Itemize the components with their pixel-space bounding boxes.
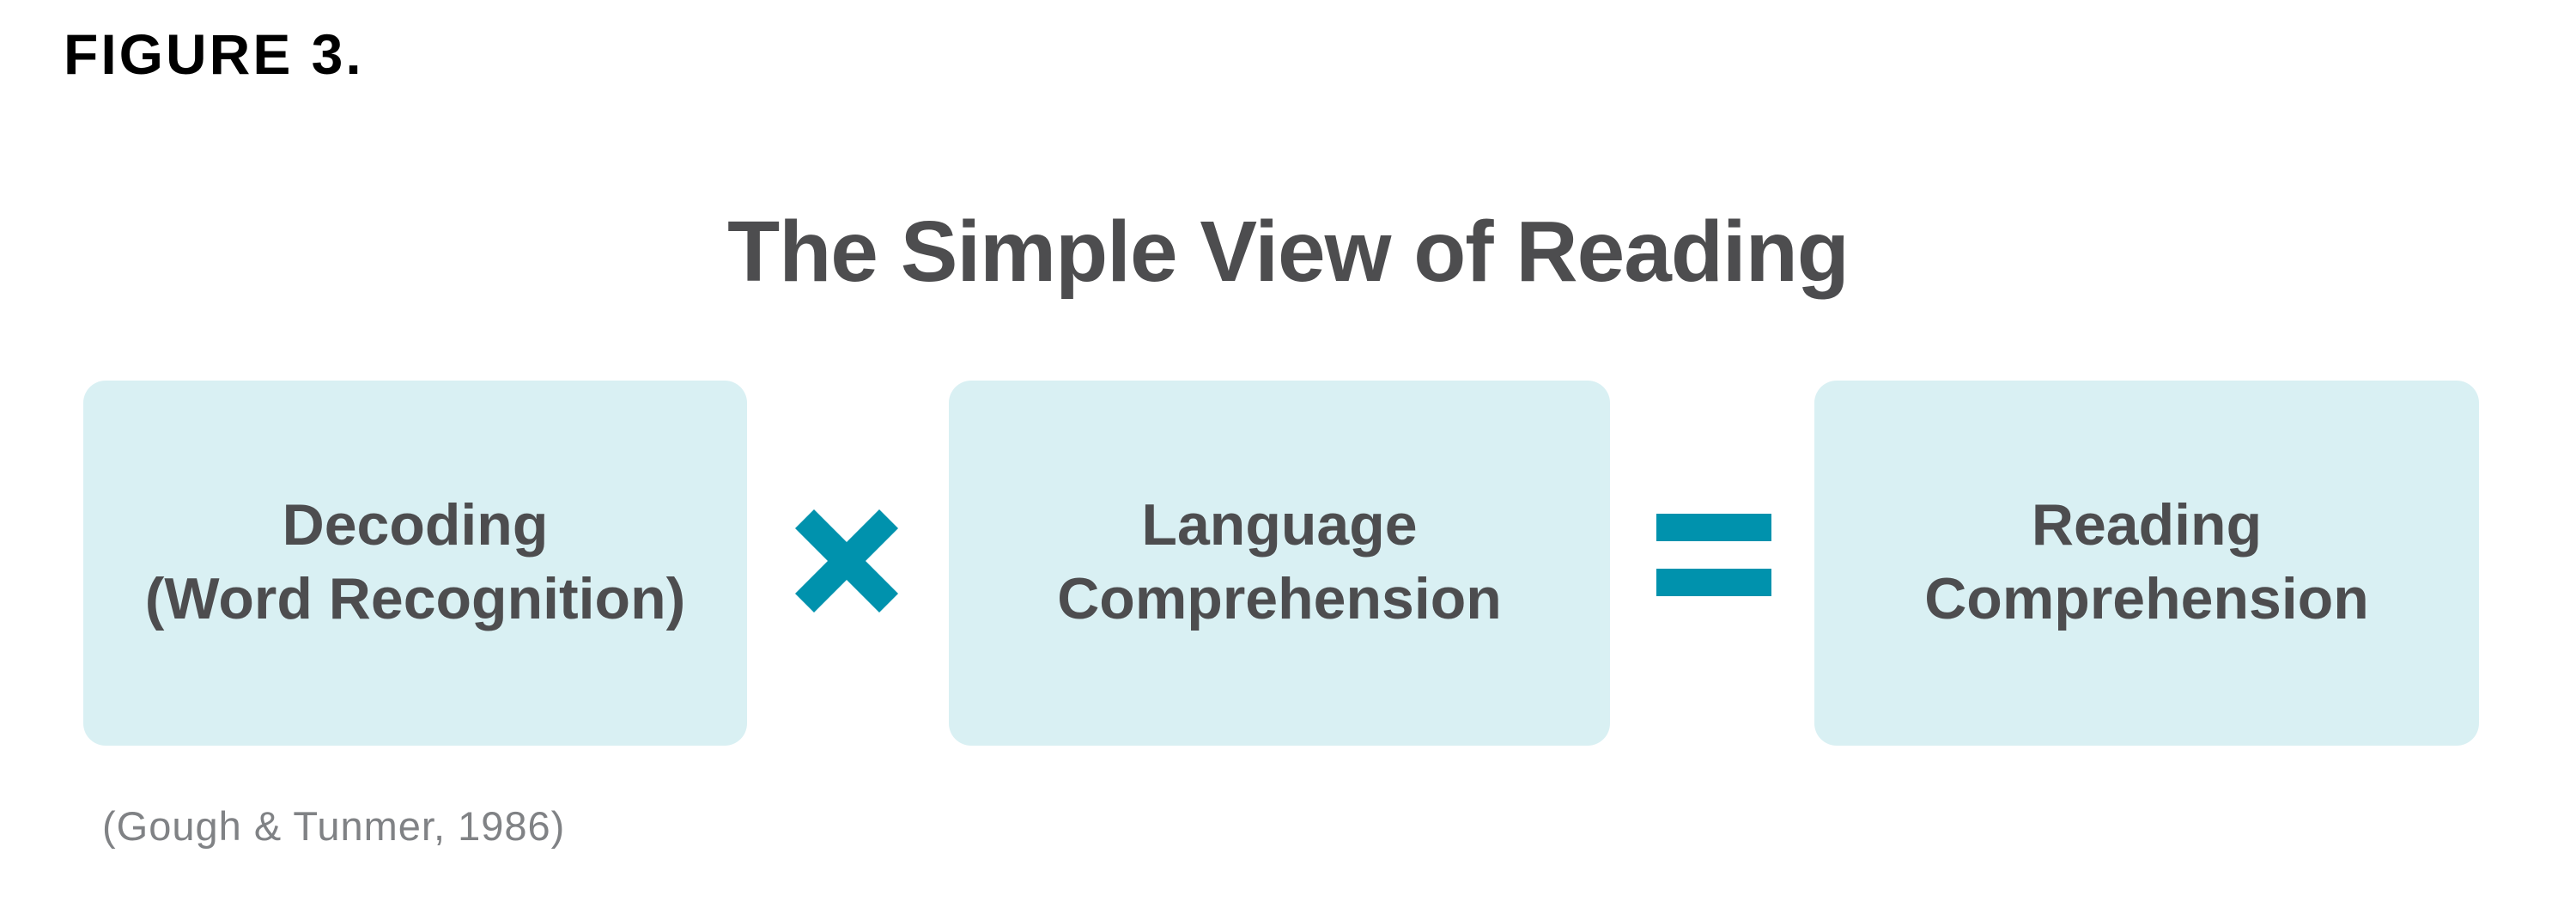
language-comprehension-box: Language Comprehension [949, 381, 1610, 746]
language-label: Language [1141, 491, 1418, 558]
comprehension-label: Comprehension [1057, 565, 1502, 631]
multiply-icon [795, 509, 898, 613]
diagram-title: The Simple View of Reading [727, 204, 1850, 300]
equals-bar-top [1656, 514, 1771, 541]
word-recognition-label: (Word Recognition) [144, 565, 686, 631]
reading-label: Reading [2031, 491, 2263, 558]
equals-icon [1656, 514, 1771, 596]
figure-label: FIGURE 3. [64, 22, 364, 86]
reading-comprehension-box: Reading Comprehension [1814, 381, 2479, 746]
comprehension-result-label: Comprehension [1924, 565, 2369, 631]
citation: (Gough & Tunmer, 1986) [102, 803, 566, 849]
decoding-label: Decoding [282, 491, 549, 558]
decoding-box: Decoding (Word Recognition) [83, 381, 747, 746]
equals-bar-bottom [1656, 569, 1771, 596]
multiply-icon-shape [795, 509, 898, 613]
